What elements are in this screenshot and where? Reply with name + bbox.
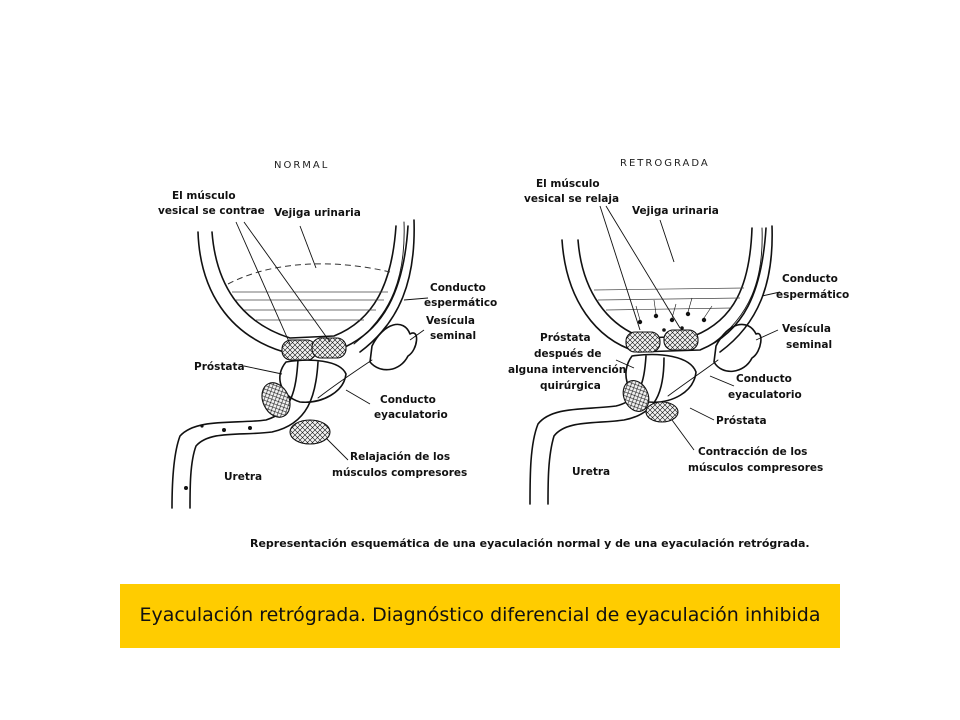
normal-label-ejac-1: Conducto [380, 394, 436, 406]
retro-label-bladder: Vejiga urinaria [632, 205, 719, 217]
normal-spermatic-duct-inner [353, 221, 405, 345]
retro-label-prost-surg-3: alguna intervención [508, 364, 626, 376]
slide-title: Eyaculación retrógrada. Diagnóstico dife… [139, 604, 821, 626]
retro-urethra-lower [547, 357, 665, 505]
retro-label-prostate: Próstata [716, 415, 767, 427]
normal-urethra-upper [171, 359, 299, 509]
normal-urine-level [227, 263, 391, 285]
retro-label-muscle-2: vesical se relaja [524, 193, 619, 205]
retro-sperm-in-bladder [635, 297, 713, 332]
svg-text:El músculo vesical se re: El músculo vesical se relaja [524, 178, 619, 205]
svg-text:Vesícula seminal: Vesícula seminal [782, 323, 835, 351]
retro-label-prost-surg-1: Próstata [540, 332, 591, 344]
retrograde-panel: RETROGRADA [508, 158, 849, 505]
retro-label-vesicle-1: Vesícula [782, 323, 831, 335]
normal-label-urethra: Uretra [224, 471, 262, 483]
svg-text:Próstata después de: Próstata después de alguna intervención … [508, 332, 630, 392]
normal-label-vesicle-2: seminal [430, 330, 476, 342]
retro-label-prost-surg-2: después de [534, 348, 602, 360]
svg-text:El músculo vesical se co: El músculo vesical se contrae [158, 190, 265, 217]
retro-label-duct-1: Conducto [782, 273, 838, 285]
normal-label-duct-2: espermático [424, 297, 497, 309]
svg-text:Relajación de los múscul: Relajación de los músculos compresores [332, 451, 467, 479]
retro-label-duct-2: espermático [776, 289, 849, 301]
normal-label-ejac-2: eyaculatorio [374, 409, 448, 421]
retro-label-muscle-1: El músculo [536, 178, 600, 190]
retro-urine-lines [593, 287, 745, 311]
diagram-caption: Representación esquemática de una eyacul… [250, 537, 810, 550]
normal-label-bladder: Vejiga urinaria [274, 207, 361, 219]
normal-label-muscle-1: El músculo [172, 190, 236, 202]
normal-urethra-lower [189, 361, 319, 509]
normal-seminal-vesicle [369, 323, 418, 371]
retro-spermatic-duct-inner [711, 227, 763, 345]
normal-label-relax-2: músculos compresores [332, 467, 467, 479]
normal-panel: NORMAL [158, 160, 497, 509]
retro-label-ejac-1: Conducto [736, 373, 792, 385]
retro-ejaculatory-duct [667, 359, 719, 397]
normal-leader-lines [235, 221, 429, 461]
retro-urethra-upper [529, 355, 647, 505]
retro-seminal-vesicle [713, 323, 762, 373]
normal-label-muscle-2: vesical se contrae [158, 205, 265, 217]
retro-bladder-wall-outer [561, 227, 767, 353]
normal-urine-lines [232, 291, 388, 321]
svg-text:Vesícula seminal: Vesícula seminal [426, 315, 479, 342]
retro-bladder-wall-inner [577, 227, 753, 339]
normal-sperm-dots [184, 424, 252, 490]
normal-bladder-wall-outer [197, 225, 409, 353]
svg-text:Conducto eyaculatorio: Conducto eyaculatorio [728, 373, 802, 401]
retro-label-contr-2: músculos compresores [688, 462, 823, 474]
retro-label-urethra: Uretra [572, 466, 610, 478]
retro-label-prost-surg-4: quirúrgica [540, 380, 601, 392]
normal-header: NORMAL [274, 160, 329, 171]
title-banner [120, 584, 840, 648]
normal-label-relax-1: Relajación de los [350, 451, 450, 463]
svg-text:Conducto espermático: Conducto espermático [776, 273, 849, 301]
retro-label-ejac-2: eyaculatorio [728, 389, 802, 401]
retro-label-vesicle-2: seminal [786, 339, 832, 351]
retrograde-header: RETROGRADA [620, 158, 710, 169]
normal-bladder-wall-inner [211, 225, 397, 339]
retro-label-contr-1: Contracción de los [698, 446, 807, 458]
normal-label-vesicle-1: Vesícula [426, 315, 475, 327]
retro-spermatic-duct-outer [719, 225, 773, 353]
normal-ejaculatory-duct [317, 359, 373, 399]
normal-label-duct-1: Conducto [430, 282, 486, 294]
svg-text:Contracción de los múscu: Contracción de los músculos compresores [688, 446, 823, 474]
normal-spermatic-duct-outer [359, 219, 415, 353]
normal-label-prostate: Próstata [194, 361, 245, 373]
svg-text:Conducto eyaculatorio: Conducto eyaculatorio [374, 394, 448, 421]
retro-leader-lines [599, 205, 781, 451]
svg-text:Conducto espermático: Conducto espermático [424, 282, 497, 309]
